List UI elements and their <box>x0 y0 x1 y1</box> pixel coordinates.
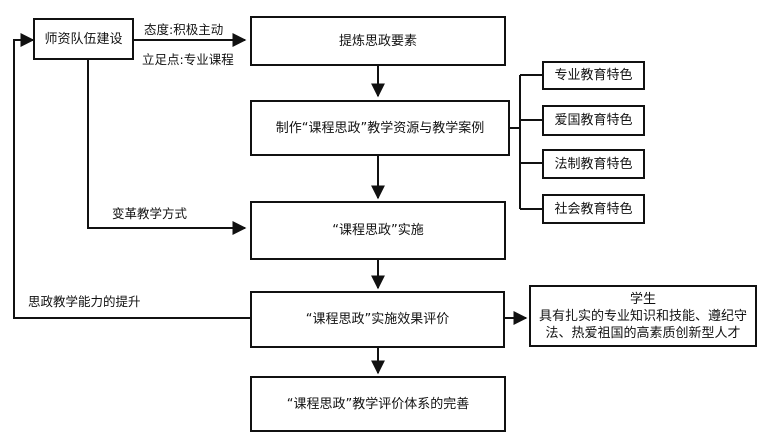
edge-label-foothold: 立足点:专业课程 <box>142 52 234 67</box>
node-improve-system: “课程思政”教学评价体系的完善 <box>250 376 506 432</box>
student-title: 学生 <box>629 291 656 307</box>
node-teacher-team: 师资队伍建设 <box>33 18 134 60</box>
node-feature-social: 社会教育特色 <box>542 194 645 224</box>
node-evaluate: “课程思政”实施效果评价 <box>250 291 505 348</box>
node-refine-elements: 提炼思政要素 <box>250 16 506 66</box>
node-student: 学生 具有扎实的专业知识和技能、遵纪守法、热爱祖国的高素质创新型人才 <box>529 285 757 347</box>
edge-label-change-methods: 变革教学方式 <box>112 206 188 221</box>
edge-label-ability-improve: 思政教学能力的提升 <box>28 294 141 309</box>
arrow-evaluate-to-teacher <box>13 33 250 319</box>
node-feature-professional: 专业教育特色 <box>542 61 645 90</box>
edge-label-attitude: 态度:积极主动 <box>144 22 224 37</box>
node-implement: “课程思政”实施 <box>250 201 506 260</box>
student-description: 具有扎实的专业知识和技能、遵纪守法、热爱祖国的高素质创新型人才 <box>538 308 747 341</box>
arrow-teacher-to-implement <box>87 58 247 235</box>
node-make-resources: 制作“课程思政”教学资源与教学案例 <box>250 100 510 156</box>
node-feature-patriotic: 爱国教育特色 <box>542 105 645 136</box>
node-feature-legal: 法制教育特色 <box>542 149 645 179</box>
